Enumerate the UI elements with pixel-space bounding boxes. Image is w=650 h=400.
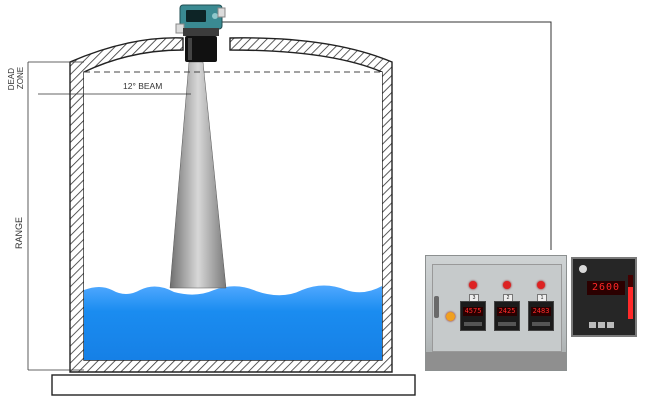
panel-plinth bbox=[426, 352, 566, 370]
dead-zone-label: DEAD ZONE bbox=[7, 66, 25, 90]
channel-display: 2425 bbox=[494, 301, 520, 331]
meter-reading: 2600 bbox=[587, 281, 625, 295]
channel-lamp bbox=[469, 281, 477, 289]
signal-cable bbox=[222, 21, 552, 250]
meter-keys bbox=[589, 315, 623, 328]
door-handle bbox=[434, 296, 439, 318]
channel-reading: 2483 bbox=[531, 307, 551, 316]
channel-display: 4575 bbox=[460, 301, 486, 331]
panel-meter-photo: 2600 bbox=[571, 257, 637, 337]
channel-lamp bbox=[537, 281, 545, 289]
control-panel-photo: 3 2 1 4575 2425 2483 bbox=[425, 255, 567, 371]
tank-base bbox=[51, 374, 416, 396]
indicator-lamp bbox=[446, 312, 455, 321]
range-label: RANGE bbox=[14, 217, 24, 249]
channel-lamp bbox=[503, 281, 511, 289]
channel-reading: 2425 bbox=[497, 307, 517, 316]
bargraph bbox=[628, 275, 633, 319]
ultrasonic-sensor bbox=[175, 4, 226, 62]
tank-wall bbox=[69, 37, 393, 373]
water-body bbox=[84, 285, 382, 360]
channel-display: 2483 bbox=[528, 301, 554, 331]
channel-reading: 4575 bbox=[463, 307, 483, 316]
beam-label: 12° BEAM bbox=[123, 81, 162, 91]
brand-logo bbox=[579, 265, 587, 273]
bargraph-fill bbox=[628, 287, 633, 319]
